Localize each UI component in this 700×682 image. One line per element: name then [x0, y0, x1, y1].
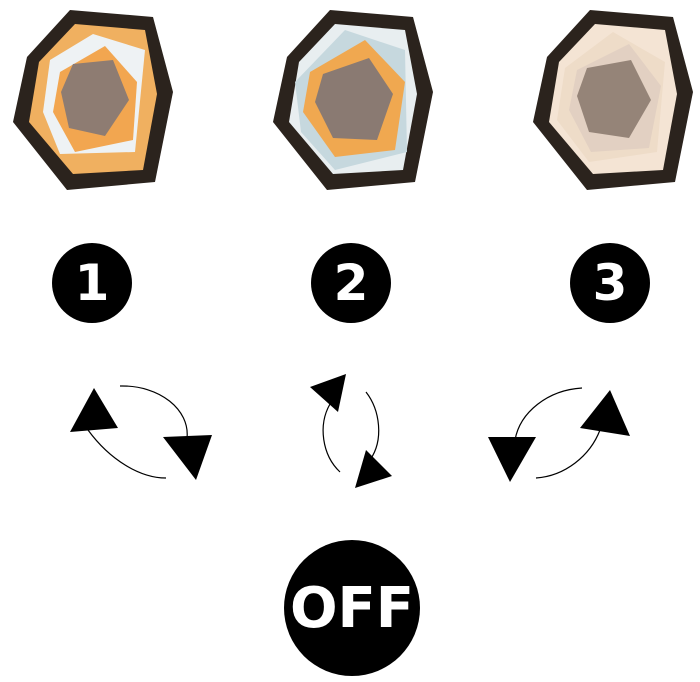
off-label: OFF — [289, 575, 415, 641]
mode-number-2: 2 — [333, 254, 369, 312]
off-badge: OFF — [284, 540, 420, 676]
mode-badge-3: 3 — [570, 243, 650, 323]
cycle-arrows-icon — [310, 374, 392, 488]
mode-badge-1: 1 — [52, 243, 132, 323]
lamp-mode-3-illustration — [533, 10, 693, 190]
cycle-arrows-icon — [488, 387, 630, 482]
mode-number-3: 3 — [592, 254, 628, 312]
lamp-mode-2-illustration — [273, 10, 433, 190]
cycle-arrows-icon — [70, 385, 212, 480]
mode-number-1: 1 — [74, 254, 110, 312]
mode-badge-2: 2 — [311, 243, 391, 323]
lamp-mode-1-illustration — [13, 10, 173, 190]
